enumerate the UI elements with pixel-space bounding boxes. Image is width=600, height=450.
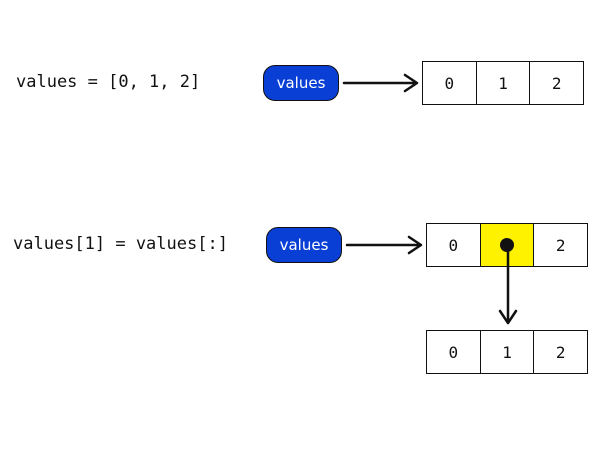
reference-dot-icon <box>500 238 514 252</box>
list-cell: 0 <box>427 224 481 266</box>
arrow-pill2-to-list <box>345 235 423 255</box>
arrow-pill1-to-list <box>342 73 419 93</box>
list-cell: 0 <box>427 331 481 373</box>
list-cell: 2 <box>555 235 566 255</box>
variable-pill-values: values <box>263 65 339 101</box>
list-cell: 1 <box>477 62 531 104</box>
list-box-values-mutated: 0 2 <box>426 223 588 267</box>
code-line-assign-list: values = [0, 1, 2] <box>16 72 201 92</box>
list-cell: 2 <box>555 342 566 362</box>
variable-pill-values: values <box>266 227 342 263</box>
code-line-self-slice-assign: values[1] = values[:] <box>13 234 228 254</box>
list-box-copy: 0 1 2 <box>426 330 588 374</box>
list-cell: 0 <box>423 62 477 104</box>
list-cell-reference <box>480 224 535 266</box>
list-cell: 2 <box>551 73 562 93</box>
list-cell: 1 <box>481 331 535 373</box>
list-box-values: 0 1 2 <box>422 61 584 105</box>
